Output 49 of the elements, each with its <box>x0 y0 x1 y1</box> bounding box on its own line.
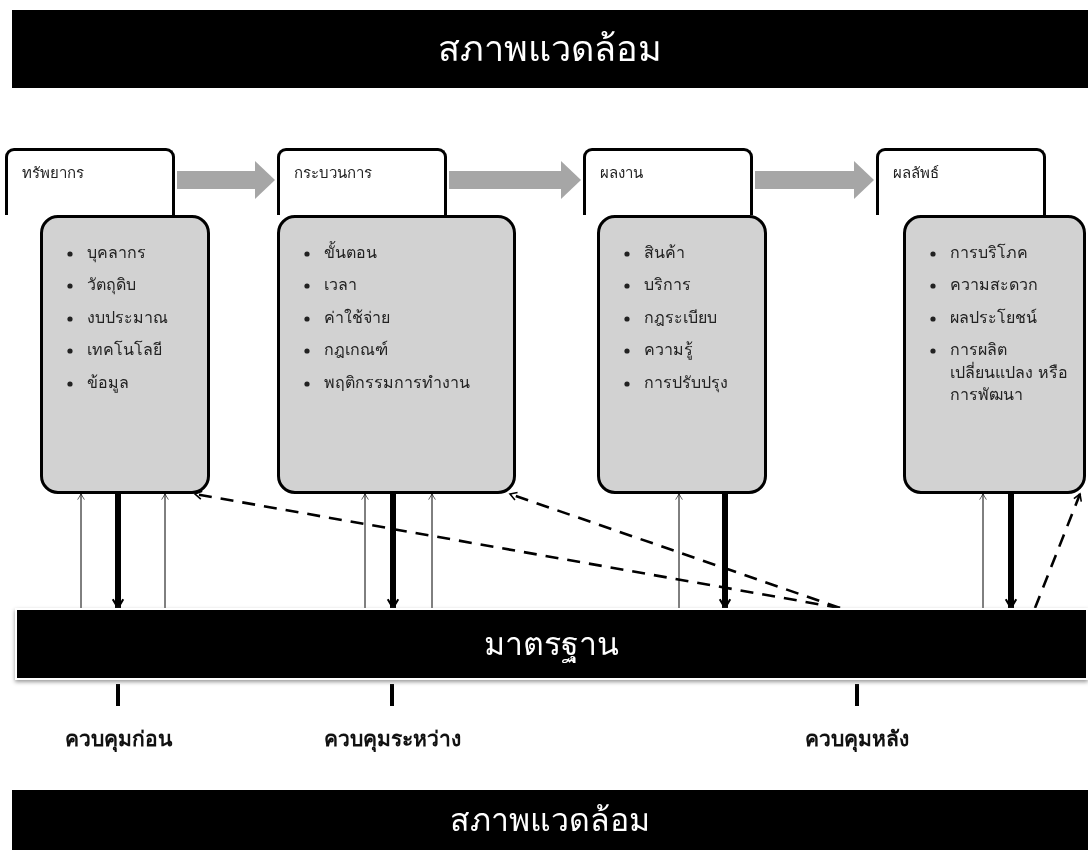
list-item: ค่าใช้จ่าย <box>324 306 390 329</box>
list-item: วัตถุดิบ <box>87 274 136 297</box>
list-item: ความรู้ <box>644 339 693 362</box>
block-arrow <box>755 161 874 199</box>
block-arrow <box>177 161 275 199</box>
environment-banner <box>12 10 1088 88</box>
list-item: เทคโนโลยี <box>87 339 162 362</box>
banner-title: สภาพแวดล้อม <box>450 800 650 840</box>
box-title: ทรัพยากร <box>22 164 84 182</box>
standard-banner <box>15 608 1088 680</box>
list-item: การผลิต เปลี่ยนแปลง หรือการพัฒนา <box>950 339 1070 406</box>
arrow <box>386 494 400 610</box>
environment-banner <box>12 790 1088 850</box>
list-box <box>277 215 516 494</box>
dashed-arrow <box>509 491 841 610</box>
list-item: เวลา <box>324 274 357 297</box>
list-item: งบประมาณ <box>87 306 168 329</box>
list-box <box>903 215 1086 494</box>
arrow <box>111 494 125 610</box>
list-item: พฤติกรรมการทำงาน <box>324 371 470 394</box>
block-arrow <box>449 161 581 199</box>
list-item: บุคลากร <box>87 242 146 265</box>
box-title: กระบวนการ <box>294 164 372 182</box>
list-item: ข้อมูล <box>87 371 129 394</box>
list-item: การปรับปรุง <box>644 371 728 394</box>
box-title: ผลงาน <box>600 164 643 182</box>
control-label: ควบคุมหลัง <box>805 726 909 754</box>
list-item: กฎเกณฑ์ <box>324 339 388 362</box>
control-label: ควบคุมก่อน <box>64 726 172 754</box>
list-item: ความสะดวก <box>950 274 1038 297</box>
header-box <box>583 148 753 215</box>
list-box <box>40 215 210 494</box>
arrow <box>1004 494 1018 610</box>
list-item: การบริโภค <box>950 242 1028 264</box>
banner-title: สภาพแวดล้อม <box>438 27 662 71</box>
list-box <box>597 215 767 494</box>
arrow <box>718 494 732 610</box>
dashed-arrow <box>1033 493 1083 609</box>
list-item: สินค้า <box>644 242 685 264</box>
banner-title: มาตรฐาน <box>484 624 619 664</box>
control-label: ควบคุมระหว่าง <box>323 726 461 754</box>
box-title: ผลลัพธ์ <box>893 164 939 182</box>
list-item: ผลประโยชน์ <box>950 306 1037 329</box>
list-item: กฎระเบียบ <box>644 306 717 329</box>
list-item: บริการ <box>644 274 691 297</box>
header-box <box>876 148 1046 215</box>
header-box <box>5 148 175 215</box>
header-box <box>277 148 447 215</box>
list-item: ขั้นตอน <box>324 242 377 264</box>
